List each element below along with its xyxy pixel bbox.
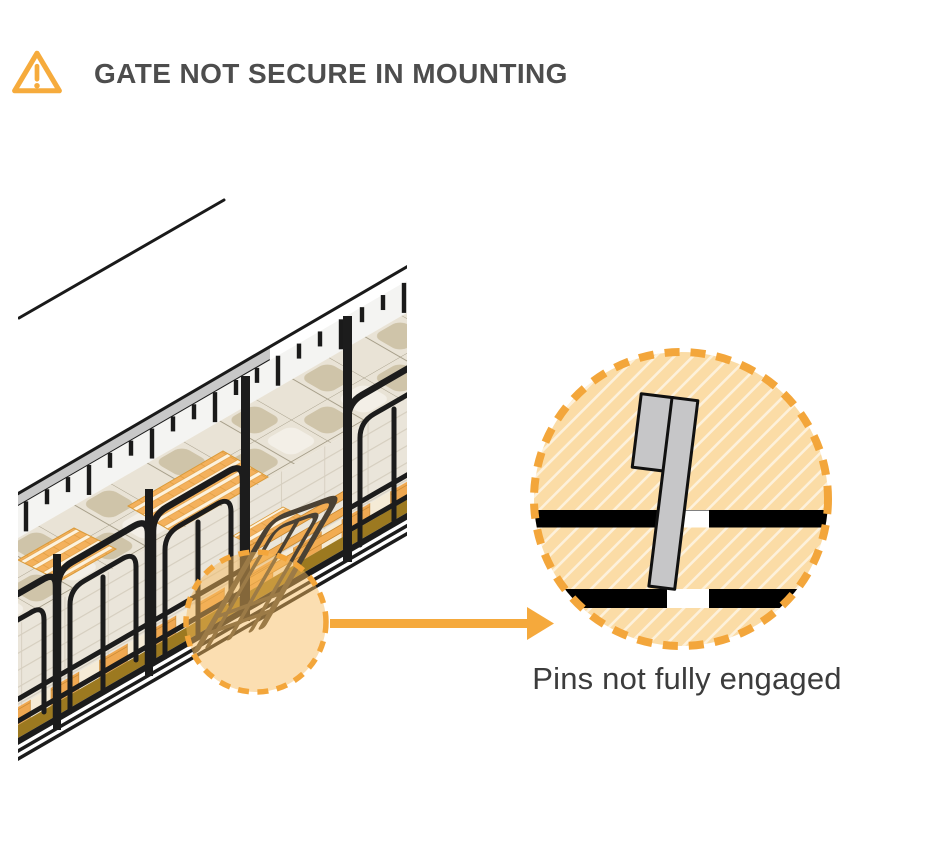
- stripe-line: [604, 422, 828, 646]
- fence-post: [380, 295, 386, 311]
- fence-post: [338, 319, 344, 350]
- fence-post: [359, 307, 365, 323]
- fence-post: [296, 343, 302, 359]
- stripe-line: [534, 352, 768, 586]
- fence-post: [233, 379, 239, 395]
- fence-post: [23, 501, 29, 532]
- fence-post: [212, 392, 218, 423]
- safety-gates: [18, 365, 407, 725]
- magnifier-arrow-icon: [330, 607, 554, 640]
- fence-post: [65, 477, 71, 493]
- back-fence-posts: [23, 282, 407, 532]
- fence-post: [170, 416, 176, 432]
- stripe-line: [566, 384, 828, 646]
- mounting-pin: [630, 392, 700, 591]
- fence-post: [107, 452, 113, 468]
- warning-triangle-icon: [12, 50, 62, 94]
- fence-post: [149, 428, 155, 459]
- detail-caption: Pins not fully engaged: [532, 661, 842, 696]
- stripe-line: [594, 412, 828, 646]
- dashed-highlight-circle: [183, 549, 329, 695]
- fence-post: [128, 440, 134, 456]
- page-title: GATE NOT SECURE IN MOUNTING: [94, 58, 568, 89]
- trailer-top-rail-line: [18, 198, 226, 320]
- tilted-gate: [192, 495, 338, 654]
- fence-post: [401, 282, 407, 313]
- gate-panel: [344, 365, 407, 555]
- stripe-line: [576, 394, 828, 646]
- pin-shaft: [647, 396, 700, 591]
- stripe-line: [534, 352, 777, 595]
- stripe-line: [585, 403, 828, 646]
- exclamation-dot: [34, 82, 40, 89]
- fence-post: [191, 404, 197, 420]
- back-wall: [18, 280, 407, 538]
- fence-post: [317, 331, 323, 347]
- pallet-slats-left: [18, 527, 118, 582]
- fence-post: [254, 367, 260, 383]
- stripe-line: [534, 352, 758, 576]
- fence-post: [44, 489, 50, 505]
- cargo-front-faces: [18, 398, 407, 707]
- gate-panel: [54, 520, 152, 722]
- trailer-deck-scene: [18, 198, 407, 761]
- stripe-line: [534, 352, 786, 604]
- dashed-detail-circle: [530, 348, 832, 650]
- lower-pin-slot: [667, 589, 709, 608]
- stripe-line: [534, 352, 749, 567]
- fence-post: [275, 355, 281, 386]
- back-rail-band: [18, 265, 407, 507]
- fence-post: [86, 464, 92, 495]
